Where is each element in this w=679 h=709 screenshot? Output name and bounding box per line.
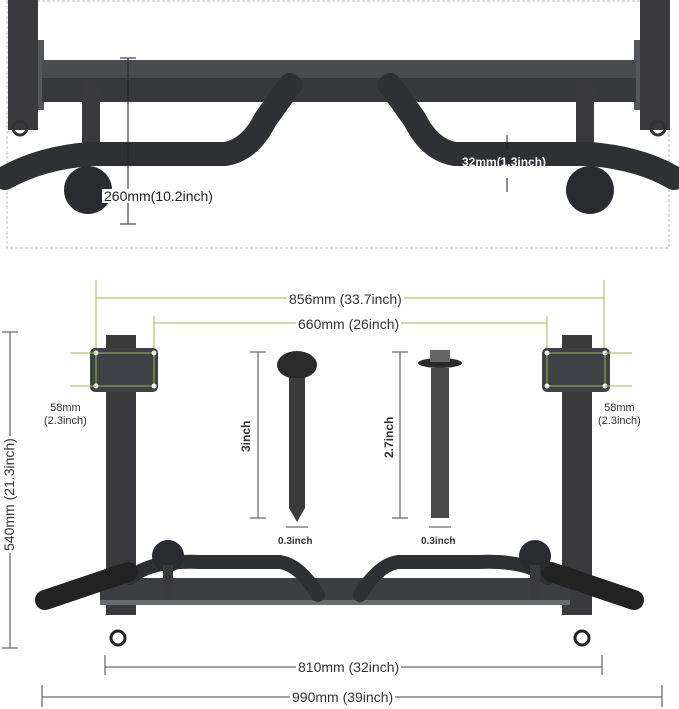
left-plate-height-label: 58mm (2.3inch) — [44, 402, 87, 427]
anchor-bolt-diameter-label: 0.3inch — [421, 536, 456, 547]
overall-height-label: 540mm (21.3inch) — [1, 436, 17, 553]
anchor-bolt-length-label: 2.7inch — [382, 414, 396, 460]
detail-view-drawing — [0, 0, 679, 249]
frame-width-label: 810mm (32inch) — [296, 659, 402, 675]
overall-width-label: 990mm (39inch) — [290, 689, 396, 705]
tube-diameter-label: 32mm(1.3inch) — [462, 155, 547, 169]
front-view: 856mm (33.7inch) 660mm (26inch) 58mm (2.… — [0, 260, 679, 709]
inner-bolt-span-label: 660mm (26inch) — [296, 316, 402, 332]
height-260mm-label: 260mm(10.2inch) — [102, 188, 215, 204]
right-plate-height-label: 58mm (2.3inch) — [598, 402, 641, 427]
outer-bolt-span-label: 856mm (33.7inch) — [287, 291, 404, 307]
detail-view: 260mm(10.2inch) 32mm(1.3inch) — [0, 0, 679, 250]
screw-diameter-label: 0.3inch — [278, 536, 313, 547]
screw-length-label: 3inch — [239, 418, 253, 454]
front-view-drawing — [2, 280, 663, 707]
